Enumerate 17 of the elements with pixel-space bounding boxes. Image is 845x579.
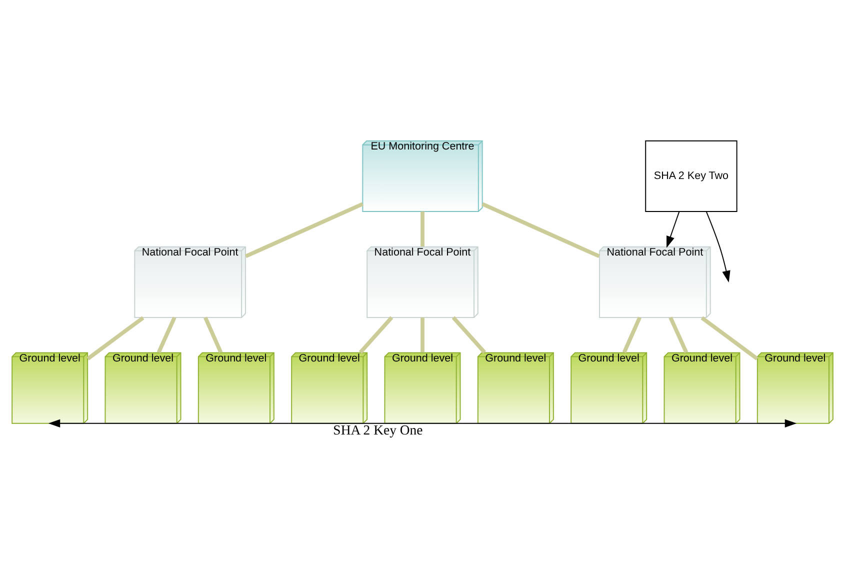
arrow: [706, 211, 730, 283]
connector: [244, 202, 364, 258]
connector: [452, 316, 486, 354]
connector: [700, 316, 758, 360]
arrow: [48, 419, 797, 428]
connector: [622, 316, 642, 354]
connector: [420, 317, 424, 352]
edge-label: SHA 2 Key One: [333, 422, 423, 438]
connector: [358, 316, 394, 354]
connector: [482, 202, 600, 258]
arrow: [666, 211, 680, 248]
connector: [204, 316, 223, 354]
node-box: SHA 2 Key Two: [645, 140, 738, 212]
connector: [668, 316, 688, 354]
connector: [420, 212, 424, 247]
connector: [86, 316, 144, 360]
connector: [156, 316, 176, 354]
